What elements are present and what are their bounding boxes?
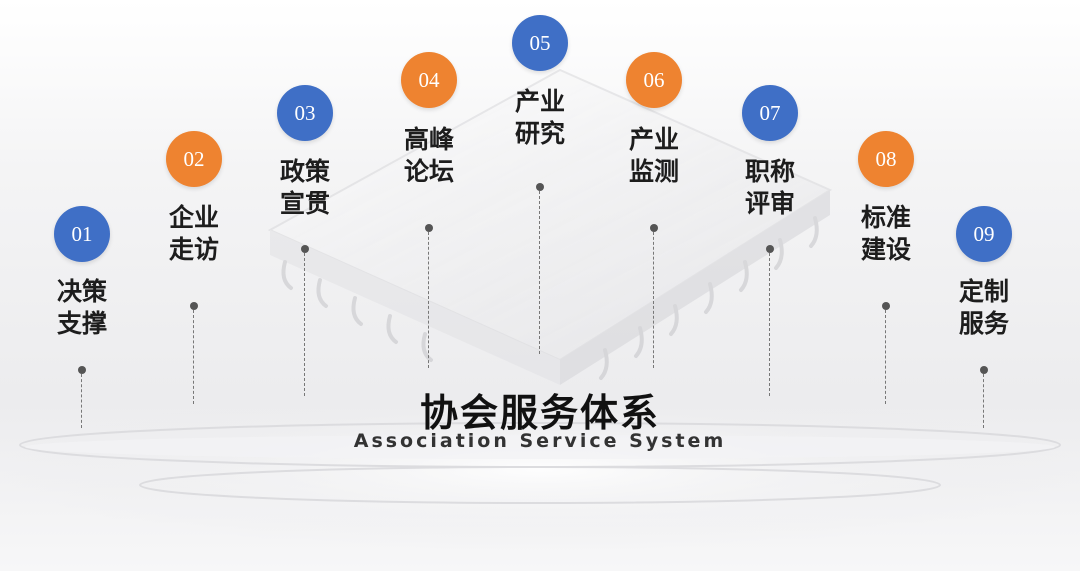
node-number-badge: 04 [401,52,457,108]
node-number-badge: 06 [626,52,682,108]
connector-dashed-line [653,232,654,368]
connector-dot [650,224,658,232]
node-number-badge: 08 [858,131,914,187]
node-number-badge: 07 [742,85,798,141]
node-label-line2: 支撑 [56,309,107,338]
service-node-01: 01 决策支撑 [22,0,142,571]
node-label-line1: 定制 [958,277,1009,306]
service-node-09: 09 定制服务 [924,0,1044,571]
node-label-line1: 职称 [744,157,795,186]
service-node-02: 02 企业走访 [134,0,254,571]
node-label: 政策宣贯 [245,156,365,220]
service-node-08: 08 标准建设 [826,0,946,571]
connector-dashed-line [193,310,194,404]
node-label-line1: 高峰 [403,125,454,154]
node-label: 职称评审 [710,156,830,220]
connector-dashed-line [539,191,540,354]
connector-dot [425,224,433,232]
connector-dashed-line [885,310,886,404]
service-node-07: 07 职称评审 [710,0,830,571]
connector-dashed-line [983,374,984,428]
node-label-line1: 决策 [56,277,107,306]
node-label: 产业研究 [480,86,600,150]
service-node-03: 03 政策宣贯 [245,0,365,571]
node-number-badge: 09 [956,206,1012,262]
node-label: 定制服务 [924,276,1044,340]
node-number-badge: 02 [166,131,222,187]
connector-dashed-line [769,253,770,396]
node-number-badge: 01 [54,206,110,262]
node-label: 决策支撑 [22,276,142,340]
connector-dot [301,245,309,253]
connector-dot [882,302,890,310]
service-node-05: 05 产业研究 [480,0,600,571]
node-label-line1: 标准 [860,203,911,232]
connector-dot [536,183,544,191]
connector-dashed-line [428,232,429,368]
service-node-04: 04 高峰论坛 [369,0,489,571]
node-label-line2: 研究 [514,119,565,148]
node-label-line2: 论坛 [403,157,454,186]
node-label-line1: 政策 [279,157,330,186]
node-label-line1: 产业 [628,125,679,154]
node-label-line1: 产业 [514,87,565,116]
node-label: 标准建设 [826,202,946,266]
node-label: 高峰论坛 [369,124,489,188]
connector-dot [980,366,988,374]
service-node-06: 06 产业监测 [594,0,714,571]
node-label: 产业监测 [594,124,714,188]
node-label-line1: 企业 [168,203,219,232]
node-label: 企业走访 [134,202,254,266]
node-number-badge: 03 [277,85,333,141]
node-label-line2: 宣贯 [279,189,330,218]
node-label-line2: 评审 [744,189,795,218]
node-label-line2: 建设 [860,235,911,264]
connector-dot [766,245,774,253]
connector-dashed-line [81,374,82,428]
connector-dashed-line [304,253,305,396]
node-label-line2: 服务 [958,309,1009,338]
node-label-line2: 走访 [168,235,219,264]
diagram-subtitle: Association Service System [353,430,727,452]
diagram-title: 协会服务体系 [419,391,660,435]
connector-dot [190,302,198,310]
node-label-line2: 监测 [628,157,679,186]
node-number-badge: 05 [512,15,568,71]
connector-dot [78,366,86,374]
